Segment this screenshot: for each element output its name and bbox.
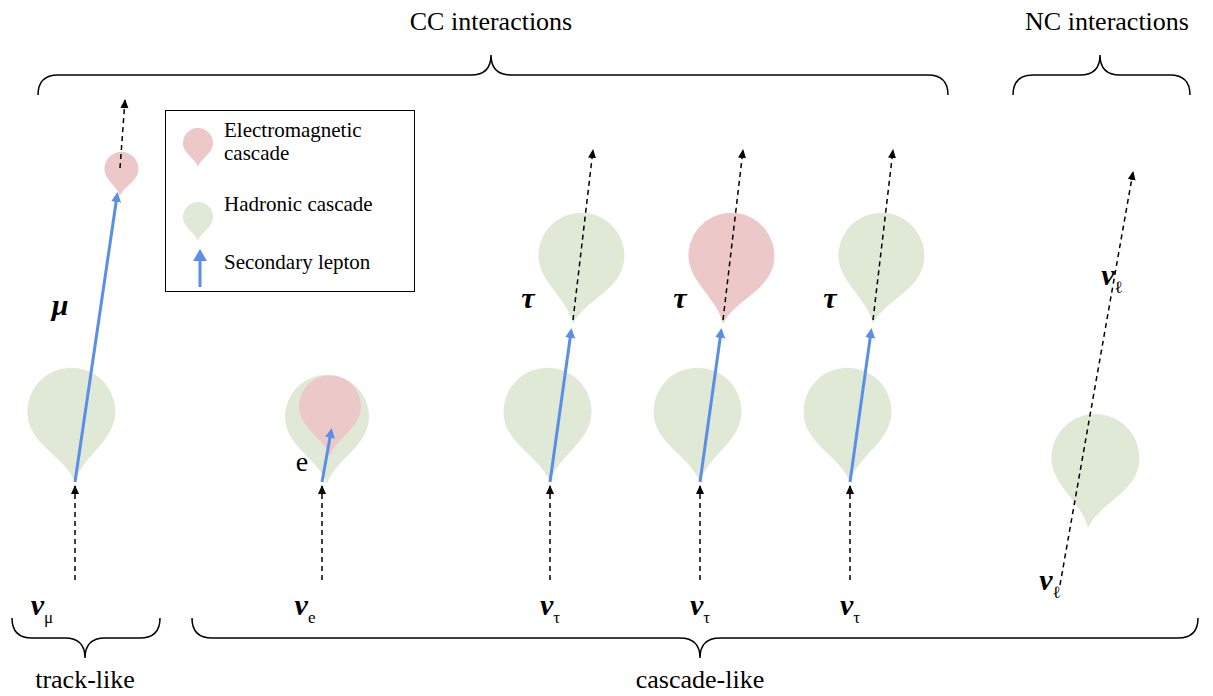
particle-label: ντ [540, 590, 560, 620]
particle-label: e [296, 448, 308, 476]
group-label: NC interactions [1025, 9, 1189, 35]
cascade-shape [25, 365, 119, 484]
legend-text: Hadronic cascade [224, 193, 409, 216]
group-label: CC interactions [410, 9, 572, 35]
braces [12, 55, 1198, 658]
particle-label: νℓ [1039, 565, 1060, 595]
particle-label: ντ [690, 590, 710, 620]
cascade-shape [830, 208, 929, 329]
legend-text: Electromagnetic cascade [224, 119, 409, 165]
neutrino-paths [75, 100, 1133, 585]
cascade-shape [285, 375, 369, 484]
particle-label: τ [521, 283, 534, 313]
cascade-shape [802, 366, 894, 483]
group-label: track-like [35, 667, 135, 693]
particle-label: τ [823, 283, 836, 313]
legend-swatch [178, 195, 218, 245]
particle-label: ντ [840, 590, 860, 620]
cascade-shape [652, 366, 744, 483]
particle-label: νe [295, 590, 316, 620]
cascade-shape [1044, 410, 1143, 533]
cascade-shape [680, 208, 779, 329]
particle-label: νμ [31, 590, 53, 620]
legend-text: Secondary lepton [224, 251, 409, 274]
lepton-sample [180, 249, 220, 289]
particle-label: τ [673, 283, 686, 313]
particle-label: μ [52, 290, 69, 320]
cascades [25, 151, 1144, 533]
particle-label: νℓ [1101, 260, 1122, 290]
legend-swatch [178, 121, 218, 171]
cascade-shape [502, 366, 594, 483]
cascade-shape [530, 208, 629, 329]
legend-box: Electromagnetic cascadeHadronic cascadeS… [165, 110, 415, 292]
group-label: cascade-like [636, 667, 764, 693]
